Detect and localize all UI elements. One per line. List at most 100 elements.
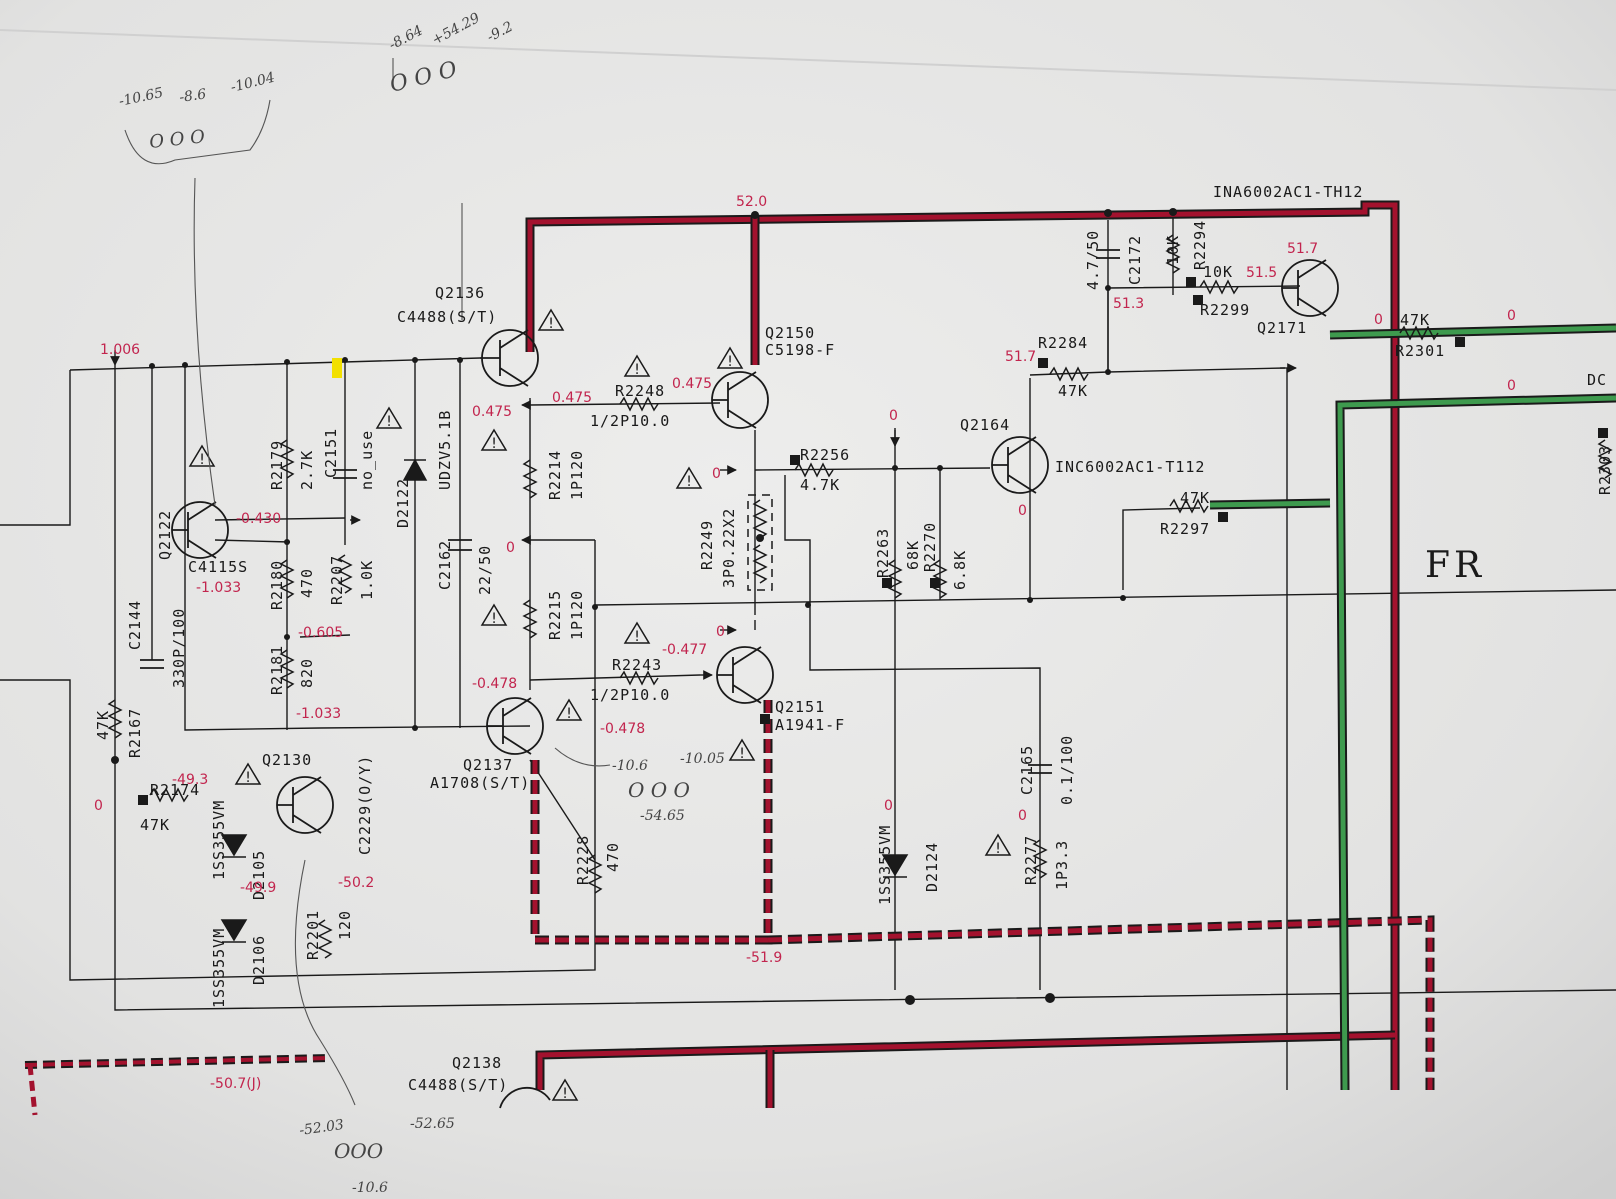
warning-icon: ! xyxy=(728,738,756,762)
label-r2263-val: 68K xyxy=(904,540,922,570)
voltage-zero-r2249: 0 xyxy=(712,466,721,482)
label-r2207: R2207 xyxy=(328,555,346,605)
voltage-q2171-base: 51.5 xyxy=(1246,265,1277,281)
resistor-r2299 xyxy=(1199,279,1239,295)
resistor-r2215 xyxy=(522,599,538,639)
voltage-c2172: 51.3 xyxy=(1113,296,1144,312)
label-q2151: Q2151 xyxy=(775,698,825,716)
transistor-q2138 xyxy=(499,1086,551,1109)
label-d2106: D2106 xyxy=(250,935,268,985)
junctions xyxy=(111,208,1608,1005)
warning-icon: ! xyxy=(675,466,703,490)
svg-text:!: ! xyxy=(634,629,640,645)
transistor-q2150 xyxy=(711,371,769,429)
label-r2249: R2249 xyxy=(698,520,716,570)
label-r2303: R2303 xyxy=(1596,445,1614,495)
resistor-r2284 xyxy=(1049,366,1089,382)
handwritten-notes: -10.65 -8.6 -10.04 O O O -8.64 +54.29 -9… xyxy=(118,10,725,1196)
voltage-r2284: 51.7 xyxy=(1005,349,1036,365)
resistor-r2303 xyxy=(1597,439,1613,479)
section-label-fr: FR xyxy=(1425,545,1485,586)
diode-d2105 xyxy=(220,834,248,858)
resistor-r2256 xyxy=(794,462,834,478)
voltage-q2130-collector: -1.033 xyxy=(296,706,341,722)
capacitor-c2162 xyxy=(448,539,472,551)
label-r2270: R2270 xyxy=(921,522,939,572)
label-r2277: R2277 xyxy=(1022,835,1040,885)
node-arrows xyxy=(110,350,1297,680)
svg-text:!: ! xyxy=(562,1086,568,1102)
label-r2167: R2167 xyxy=(126,708,144,758)
label-q2130-part: C2229(O/Y) xyxy=(356,755,374,855)
label-dc: DC xyxy=(1587,371,1607,389)
warning-icon: ! xyxy=(375,406,403,430)
voltage-r2174: -49.3 xyxy=(172,772,208,788)
resistor-r2214 xyxy=(522,459,538,499)
resistor-r2167 xyxy=(107,699,123,739)
resistor-r2297 xyxy=(1169,498,1209,514)
label-r2294-val: 10K xyxy=(1164,235,1182,265)
voltage-top-rail: 52.0 xyxy=(736,194,767,210)
label-r2215: R2215 xyxy=(546,590,564,640)
note4-b: -52.65 xyxy=(410,1116,455,1132)
capacitor-c2165 xyxy=(1028,764,1052,774)
resistor-r2181 xyxy=(279,649,295,689)
note3-b: -10.05 xyxy=(680,751,725,767)
warning-icon: ! xyxy=(551,1078,579,1102)
label-c2172: C2172 xyxy=(1126,235,1144,285)
svg-text:!: ! xyxy=(995,841,1001,857)
label-d2124: D2124 xyxy=(923,842,941,892)
voltage-zero-r2277: 0 xyxy=(1018,808,1027,824)
label-r2248: R2248 xyxy=(615,382,665,400)
resistor-r2174 xyxy=(149,787,189,803)
svg-text:!: ! xyxy=(491,436,497,452)
label-r2181: R2181 xyxy=(268,645,286,695)
warning-icon: ! xyxy=(480,603,508,627)
transistor-q2136 xyxy=(480,329,539,387)
label-d2106-val: 1SS355VM xyxy=(210,928,228,1008)
warning-icon: ! xyxy=(623,621,651,645)
label-q2136: Q2136 xyxy=(435,284,485,302)
label-r2284-val: 47K xyxy=(1058,382,1088,400)
resistor-r2263 xyxy=(887,559,903,599)
resistor-r2180 xyxy=(279,559,295,599)
label-r2228: R2228 xyxy=(574,835,592,885)
label-r2201-val: 120 xyxy=(336,910,354,940)
label-d2124-val: 1SS355VM xyxy=(876,825,894,905)
label-r2179-val: 2.7K xyxy=(298,450,316,490)
label-c2172-val: 4.7/50 xyxy=(1084,230,1102,290)
resistor-r2179 xyxy=(279,439,295,479)
voltage-zero-r2263: 0 xyxy=(889,408,898,424)
component-labels: Q2136 C4488(S/T) Q2150 C5198-F INA6002AC… xyxy=(94,183,1614,1094)
label-q2150: Q2150 xyxy=(765,324,815,342)
transistor-q2130 xyxy=(276,776,334,834)
label-c2144: C2144 xyxy=(126,600,144,650)
label-r2243: R2243 xyxy=(612,656,662,674)
voltage-q2137-base: -0.478 xyxy=(472,676,517,692)
note3-c: -54.65 xyxy=(640,808,685,824)
svg-text:!: ! xyxy=(566,706,572,722)
voltage-q2122-base: -0.430 xyxy=(236,511,281,527)
label-c2151: C2151 xyxy=(322,428,340,478)
label-q2122: Q2122 xyxy=(156,510,174,560)
voltage-neg-rail-left: -50.7(J) xyxy=(210,1076,261,1092)
label-q2171: Q2171 xyxy=(1257,319,1307,337)
transistor-q2164 xyxy=(991,436,1049,494)
label-r2297-val: 47K xyxy=(1180,489,1210,507)
label-r2249-val: 3P0.22X2 xyxy=(720,508,738,588)
voltage-d2105: -49.9 xyxy=(240,880,276,896)
label-c2144-val: 330P/100 xyxy=(170,608,188,688)
power-rails-red xyxy=(24,200,1435,1116)
label-r2256-val: 4.7K xyxy=(800,476,840,494)
signal-rails-green xyxy=(1209,323,1616,1091)
label-r2207-val: 1.0K xyxy=(358,560,376,600)
label-r2243-val: 1/2P10.0 xyxy=(590,686,670,704)
voltage-r2248-left: 0.475 xyxy=(552,390,592,406)
label-c2165-val: 0.1/100 xyxy=(1058,735,1076,805)
label-q2130: Q2130 xyxy=(262,751,312,769)
warning-icon: ! xyxy=(984,833,1012,857)
label-r2174: R2174 xyxy=(150,781,200,799)
svg-text:!: ! xyxy=(548,316,554,332)
transistor-q2171 xyxy=(1281,259,1339,317)
